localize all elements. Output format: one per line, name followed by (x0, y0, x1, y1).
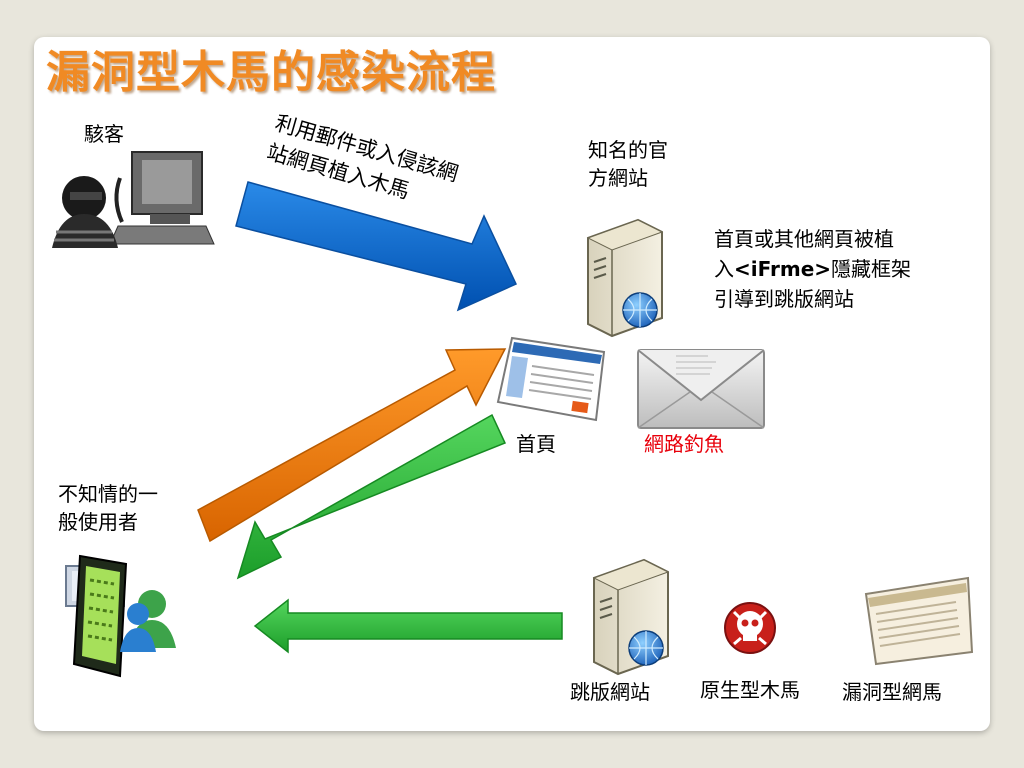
native-trojan-label: 原生型木馬 (700, 678, 800, 702)
vuln-trojan-label: 漏洞型網馬 (842, 680, 942, 704)
inject-description: 首頁或其他網頁被植 入<iFrme>隱藏框架 引導到跳版網站 (714, 224, 911, 314)
inject-description-line1: 首頁或其他網頁被植 (714, 227, 894, 251)
inject-line2-prefix: 入 (714, 257, 734, 281)
redirect-arrow-green (236, 413, 507, 580)
inject-description-line3: 引導到跳版網站 (714, 287, 854, 311)
download-arrow-green (253, 598, 563, 654)
envelope-icon (637, 349, 765, 429)
inject-line2-suffix: 隱藏框架 (831, 257, 912, 281)
visit-arrow-orange (197, 348, 507, 543)
hacker-label: 駭客 (84, 122, 124, 146)
web-server-icon (586, 218, 664, 338)
hacker-computer-icon (52, 151, 215, 248)
known-site-label-line1: 知名的官 (588, 138, 668, 162)
user-binary-file-icon (65, 554, 176, 678)
inject-description-line2: 入<iFrme>隱藏框架 (714, 254, 911, 284)
known-site-label-line2: 方網站 (588, 166, 648, 190)
homepage-label: 首頁 (516, 432, 556, 456)
user-label-line1: 不知情的一 (58, 482, 158, 506)
jump-site-label: 跳版網站 (570, 680, 650, 704)
document-page-icon (864, 576, 974, 666)
infect-arrow-blue (235, 181, 518, 312)
web-server-icon (592, 558, 670, 676)
user-label: 不知情的一 般使用者 (58, 480, 158, 536)
known-site-label: 知名的官 方網站 (588, 136, 668, 192)
slide-title: 漏洞型木馬的感染流程 (46, 47, 496, 98)
iframe-code: <iFrme> (734, 257, 832, 281)
phishing-label: 網路釣魚 (644, 432, 724, 456)
user-label-line2: 般使用者 (58, 510, 138, 534)
webpage-screenshot-icon (496, 336, 606, 422)
skull-icon (724, 602, 776, 654)
